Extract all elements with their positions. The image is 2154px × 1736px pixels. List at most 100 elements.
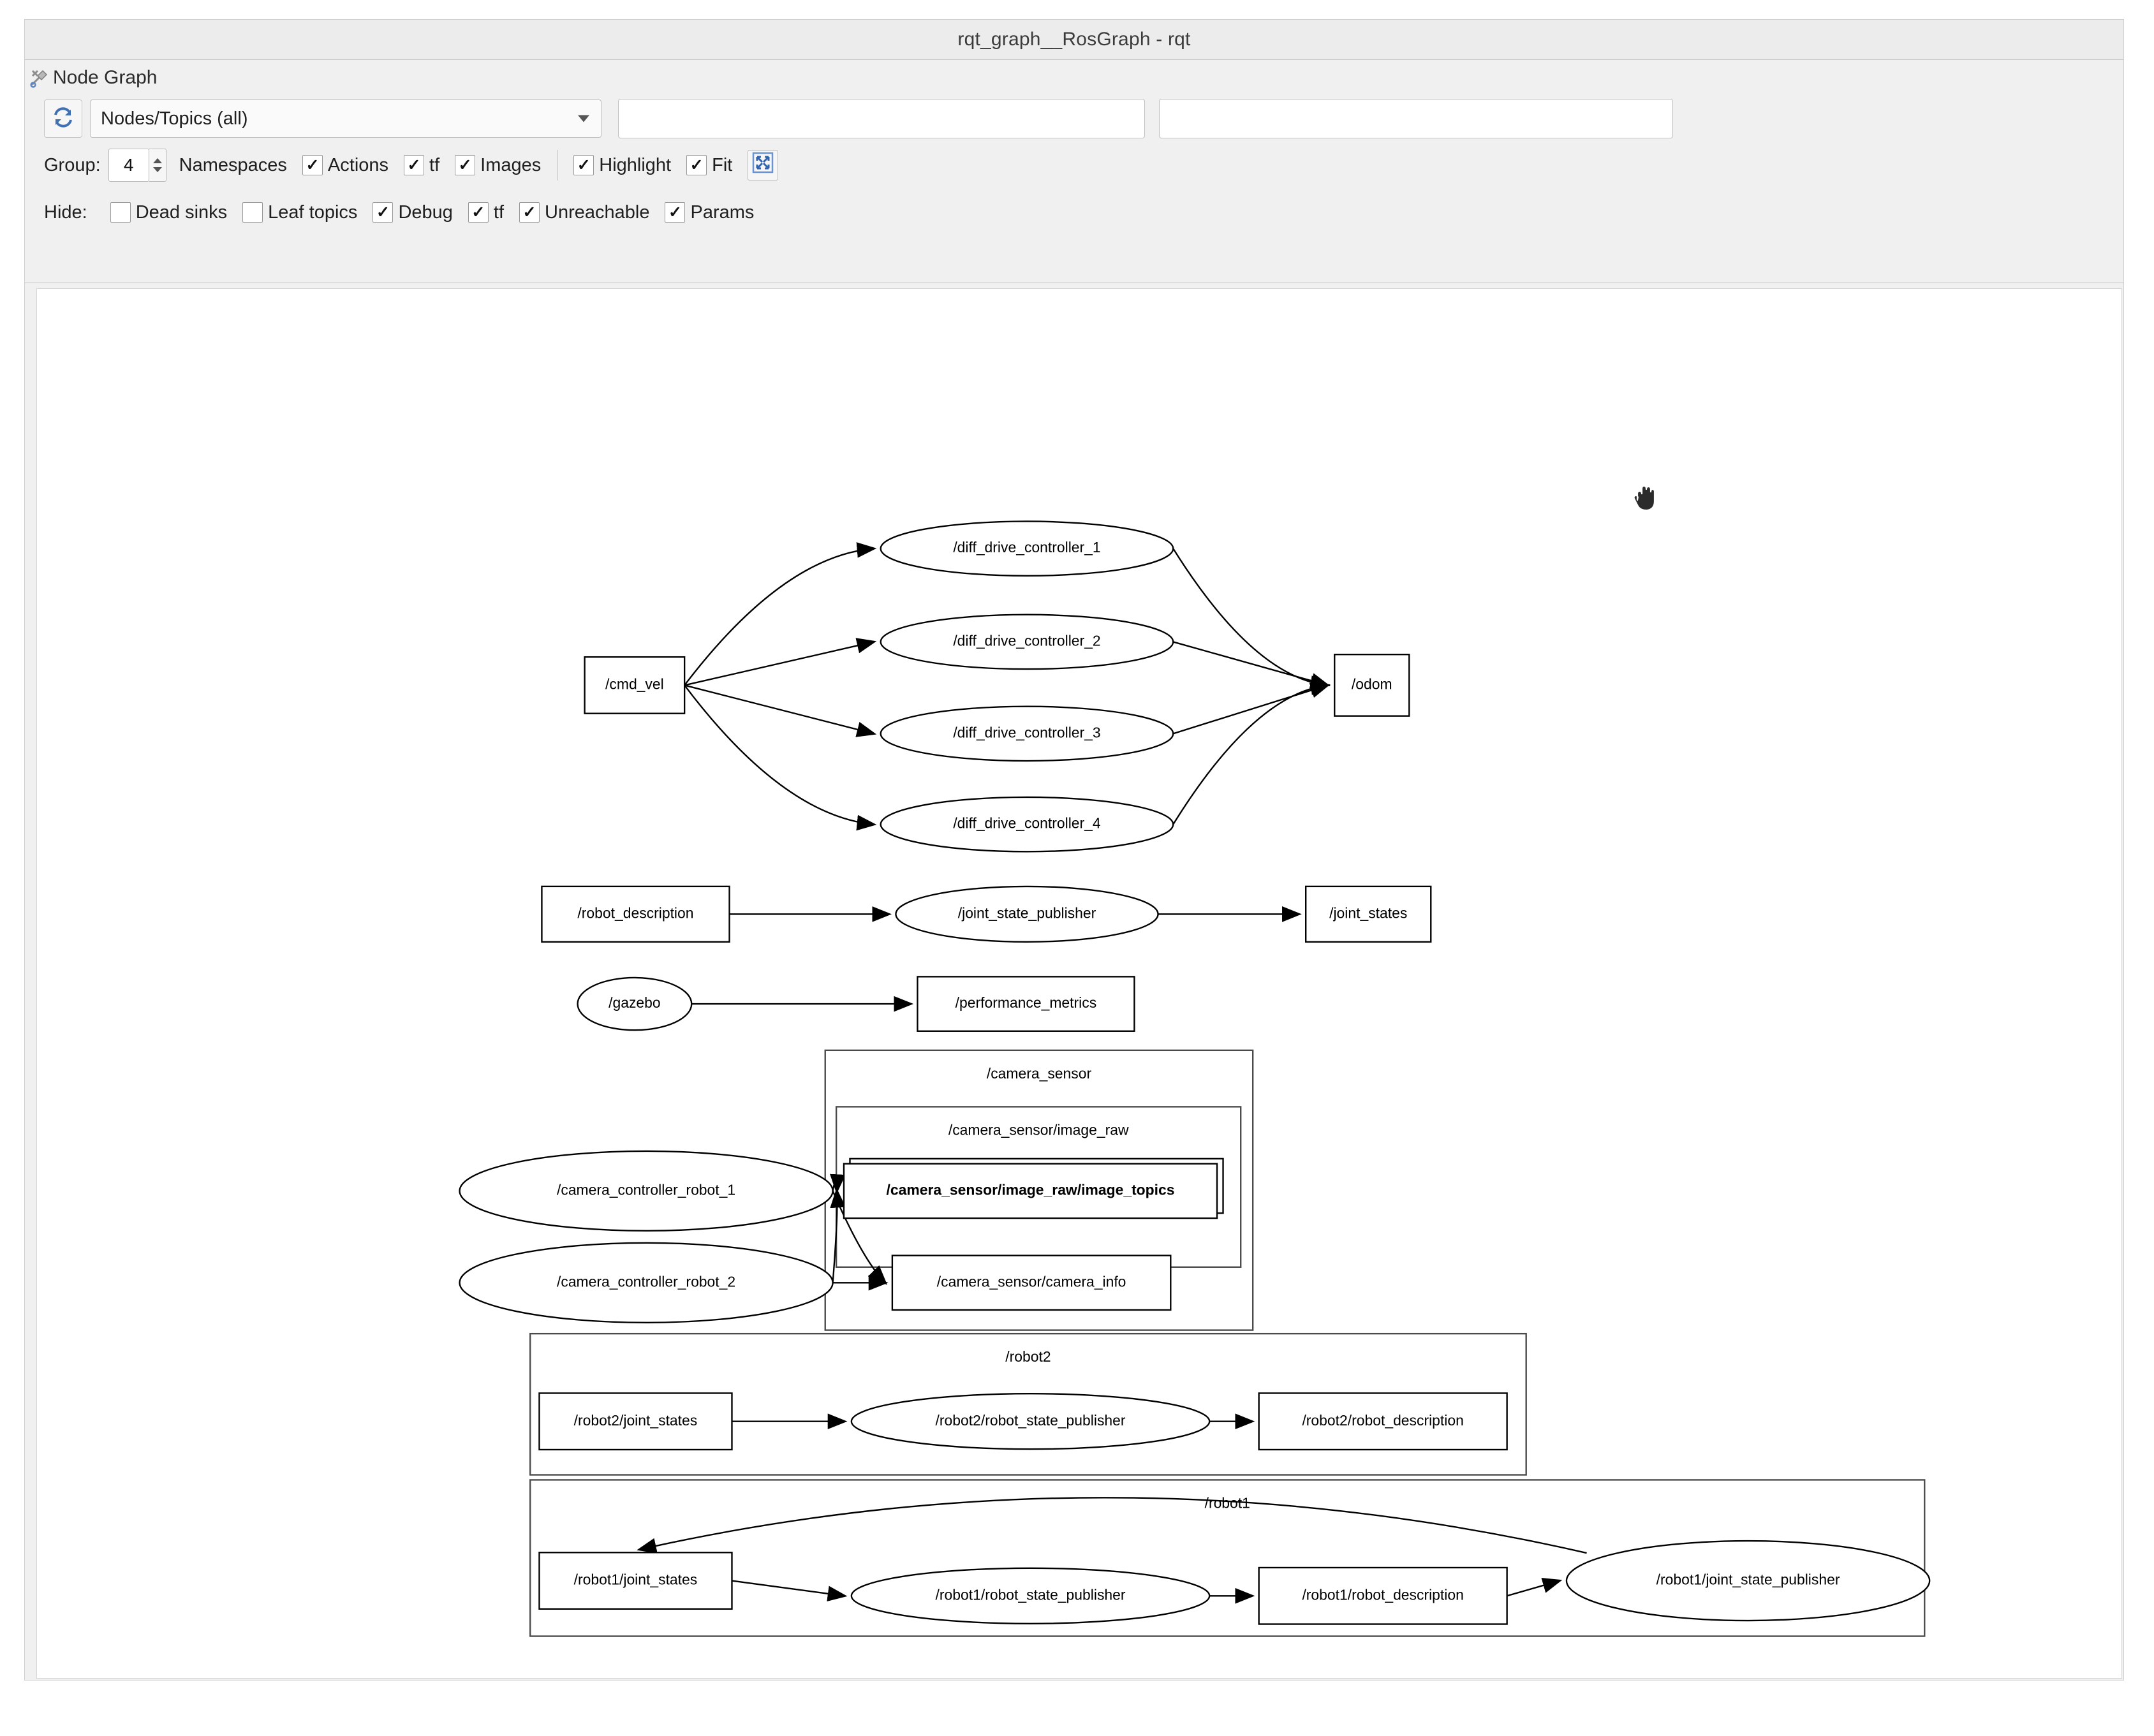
graph-node-r1jsp[interactable]: /robot1/joint_state_publisher (1565, 1540, 1931, 1622)
checkbox-hide-tf-box[interactable] (468, 202, 489, 223)
checkbox-params-label: Params (690, 202, 755, 223)
checkbox-leaf-topics-box[interactable] (242, 202, 263, 223)
node-label: /diff_drive_controller_3 (953, 724, 1100, 740)
checkbox-params-box[interactable] (665, 202, 686, 223)
namespaces-label: Namespaces (179, 154, 287, 175)
graph-node-ddc4[interactable]: /diff_drive_controller_4 (880, 796, 1174, 853)
graph-node-r2rsp[interactable]: /robot2/robot_state_publisher (850, 1393, 1211, 1450)
group-spinbox-arrows[interactable] (149, 149, 166, 182)
graph-type-combobox[interactable]: Nodes/Topics (all) (90, 99, 601, 138)
checkbox-highlight[interactable]: Highlight (573, 155, 671, 176)
node-graph-dock-title: Node Graph (25, 60, 2123, 96)
node-label: /camera_sensor/camera_info (937, 1273, 1126, 1290)
checkbox-params[interactable]: Params (665, 202, 754, 223)
graph-node-r2rd[interactable]: /robot2/robot_description (1258, 1392, 1508, 1451)
graph-node-imgtopics[interactable]: /camera_sensor/image_raw/image_topics (843, 1158, 1224, 1219)
node-graph-dock-label: Node Graph (53, 67, 158, 88)
checkbox-highlight-label: Highlight (599, 154, 672, 175)
graph-node-gazebo[interactable]: /gazebo (577, 976, 693, 1031)
graph-node-caminfo[interactable]: /camera_sensor/camera_info (891, 1254, 1172, 1311)
spin-down-icon[interactable] (152, 167, 162, 172)
graph-node-r1rd[interactable]: /robot1/robot_description (1258, 1566, 1508, 1625)
group-spinbox[interactable]: 4 (108, 149, 149, 182)
cluster-robot2[interactable]: /robot2 (529, 1332, 1527, 1476)
node-label: /robot1/joint_states (574, 1571, 698, 1588)
checkbox-fit-label: Fit (712, 154, 733, 175)
node-label: /robot1/robot_description (1302, 1586, 1463, 1603)
node-filter-input[interactable] (1159, 99, 1673, 138)
graph-node-r1rsp[interactable]: /robot1/robot_state_publisher (850, 1567, 1211, 1624)
graph-node-camctl1[interactable]: /camera_controller_robot_1 (459, 1150, 834, 1232)
graph-node-perf[interactable]: /performance_metrics (917, 976, 1135, 1032)
hide-label: Hide: (44, 202, 87, 223)
window-title: rqt_graph__RosGraph - rqt (957, 29, 1191, 50)
checkbox-leaf-topics-label: Leaf topics (268, 202, 358, 223)
checkbox-actions-box[interactable] (302, 155, 323, 175)
node-label: /diff_drive_controller_2 (953, 632, 1100, 649)
node-layer[interactable]: /cmd_vel/diff_drive_controller_1/diff_dr… (459, 520, 1931, 1625)
graph-edge-camctl2-to-imgtopics (830, 1188, 846, 1283)
graph-node-cmd_vel[interactable]: /cmd_vel (584, 656, 686, 714)
checkbox-debug[interactable]: Debug (373, 202, 453, 223)
checkbox-dead-sinks-box[interactable] (110, 202, 131, 223)
checkbox-dead-sinks-label: Dead sinks (135, 202, 228, 223)
topic-filter-input[interactable] (618, 99, 1145, 138)
graph-edge-camctl1-to-imgtopics (830, 1173, 846, 1195)
graph-edge-r1jsp-to-r1js (637, 1497, 1587, 1554)
graph-node-ddc3[interactable]: /diff_drive_controller_3 (880, 705, 1174, 762)
graph-edge-ddc1-to-odom (1172, 548, 1331, 691)
graph-node-odom[interactable]: /odom (1334, 654, 1410, 717)
spin-up-icon[interactable] (152, 158, 162, 163)
checkbox-images-box[interactable] (455, 155, 476, 175)
graph-node-jsp[interactable]: /joint_state_publisher (895, 885, 1159, 943)
toolbar-row-group: Group: 4 Namespaces Actions tf Images (25, 142, 2123, 189)
edge-layer (637, 542, 1587, 1604)
graph-node-r2js[interactable]: /robot2/joint_states (538, 1392, 733, 1451)
checkbox-leaf-topics[interactable]: Leaf topics (242, 202, 357, 223)
checkbox-highlight-box[interactable] (573, 155, 594, 175)
checkbox-debug-box[interactable] (373, 202, 394, 223)
graph-edge-cmd_vel-to-ddc3 (684, 684, 877, 737)
checkbox-tf[interactable]: tf (404, 155, 439, 176)
graph-node-ddc1[interactable]: /diff_drive_controller_1 (880, 520, 1174, 577)
node-label: /joint_state_publisher (958, 904, 1096, 921)
node-label: /diff_drive_controller_1 (953, 539, 1100, 555)
refresh-button[interactable] (44, 99, 82, 138)
graph-canvas[interactable]: /camera_sensor/camera_sensor/image_raw/r… (36, 288, 2122, 1679)
cluster-label: /camera_sensor (987, 1065, 1092, 1082)
cluster-label: /robot2 (1005, 1348, 1051, 1365)
node-label: /robot_description (577, 904, 693, 921)
graph-edge-ddc3-to-odom (1172, 682, 1331, 735)
graph-edge-cmd_vel-to-ddc1 (684, 542, 877, 686)
window-titlebar: rqt_graph__RosGraph - rqt (25, 20, 2123, 60)
node-label: /odom (1352, 675, 1392, 692)
graph-edge-cmd_vel-to-ddc4 (684, 684, 877, 831)
graph-edge-cmd_vel-to-ddc2 (684, 638, 877, 686)
checkbox-images[interactable]: Images (455, 155, 541, 176)
checkbox-fit-box[interactable] (686, 155, 707, 175)
checkbox-fit[interactable]: Fit (686, 155, 732, 176)
node-label: /camera_sensor/image_raw/image_topics (887, 1181, 1175, 1198)
checkbox-dead-sinks[interactable]: Dead sinks (110, 202, 227, 223)
checkbox-tf-box[interactable] (404, 155, 425, 175)
node-label: /robot1/robot_state_publisher (936, 1586, 1126, 1603)
graph-node-camctl2[interactable]: /camera_controller_robot_2 (459, 1242, 834, 1323)
fit-in-view-button[interactable] (748, 150, 779, 180)
graph-node-jstates[interactable]: /joint_states (1305, 885, 1432, 943)
node-label: /diff_drive_controller_4 (953, 815, 1101, 832)
checkbox-unreachable-box[interactable] (519, 202, 540, 223)
graph-node-r1js[interactable]: /robot1/joint_states (538, 1552, 733, 1610)
refresh-icon (51, 105, 75, 133)
checkbox-actions[interactable]: Actions (302, 155, 388, 176)
graph-node-ddc2[interactable]: /diff_drive_controller_2 (880, 614, 1174, 670)
checkbox-hide-tf[interactable]: tf (468, 202, 504, 223)
checkbox-unreachable[interactable]: Unreachable (519, 202, 649, 223)
graph-node-robotdesc[interactable]: /robot_description (541, 885, 730, 943)
cluster-camera_sensor[interactable]: /camera_sensor (824, 1049, 1254, 1331)
graph-scroll-area[interactable]: /camera_sensor/camera_sensor/image_raw/r… (25, 283, 2123, 1680)
checkbox-hide-tf-label: tf (493, 202, 505, 223)
ros-node-graph[interactable]: /camera_sensor/camera_sensor/image_raw/r… (37, 289, 2122, 1679)
graph-edge-r1js-to-r1rsp (732, 1580, 848, 1602)
graph-type-value: Nodes/Topics (all) (101, 108, 248, 129)
graph-edge-r1rd-to-r1jsp (1507, 1577, 1563, 1597)
